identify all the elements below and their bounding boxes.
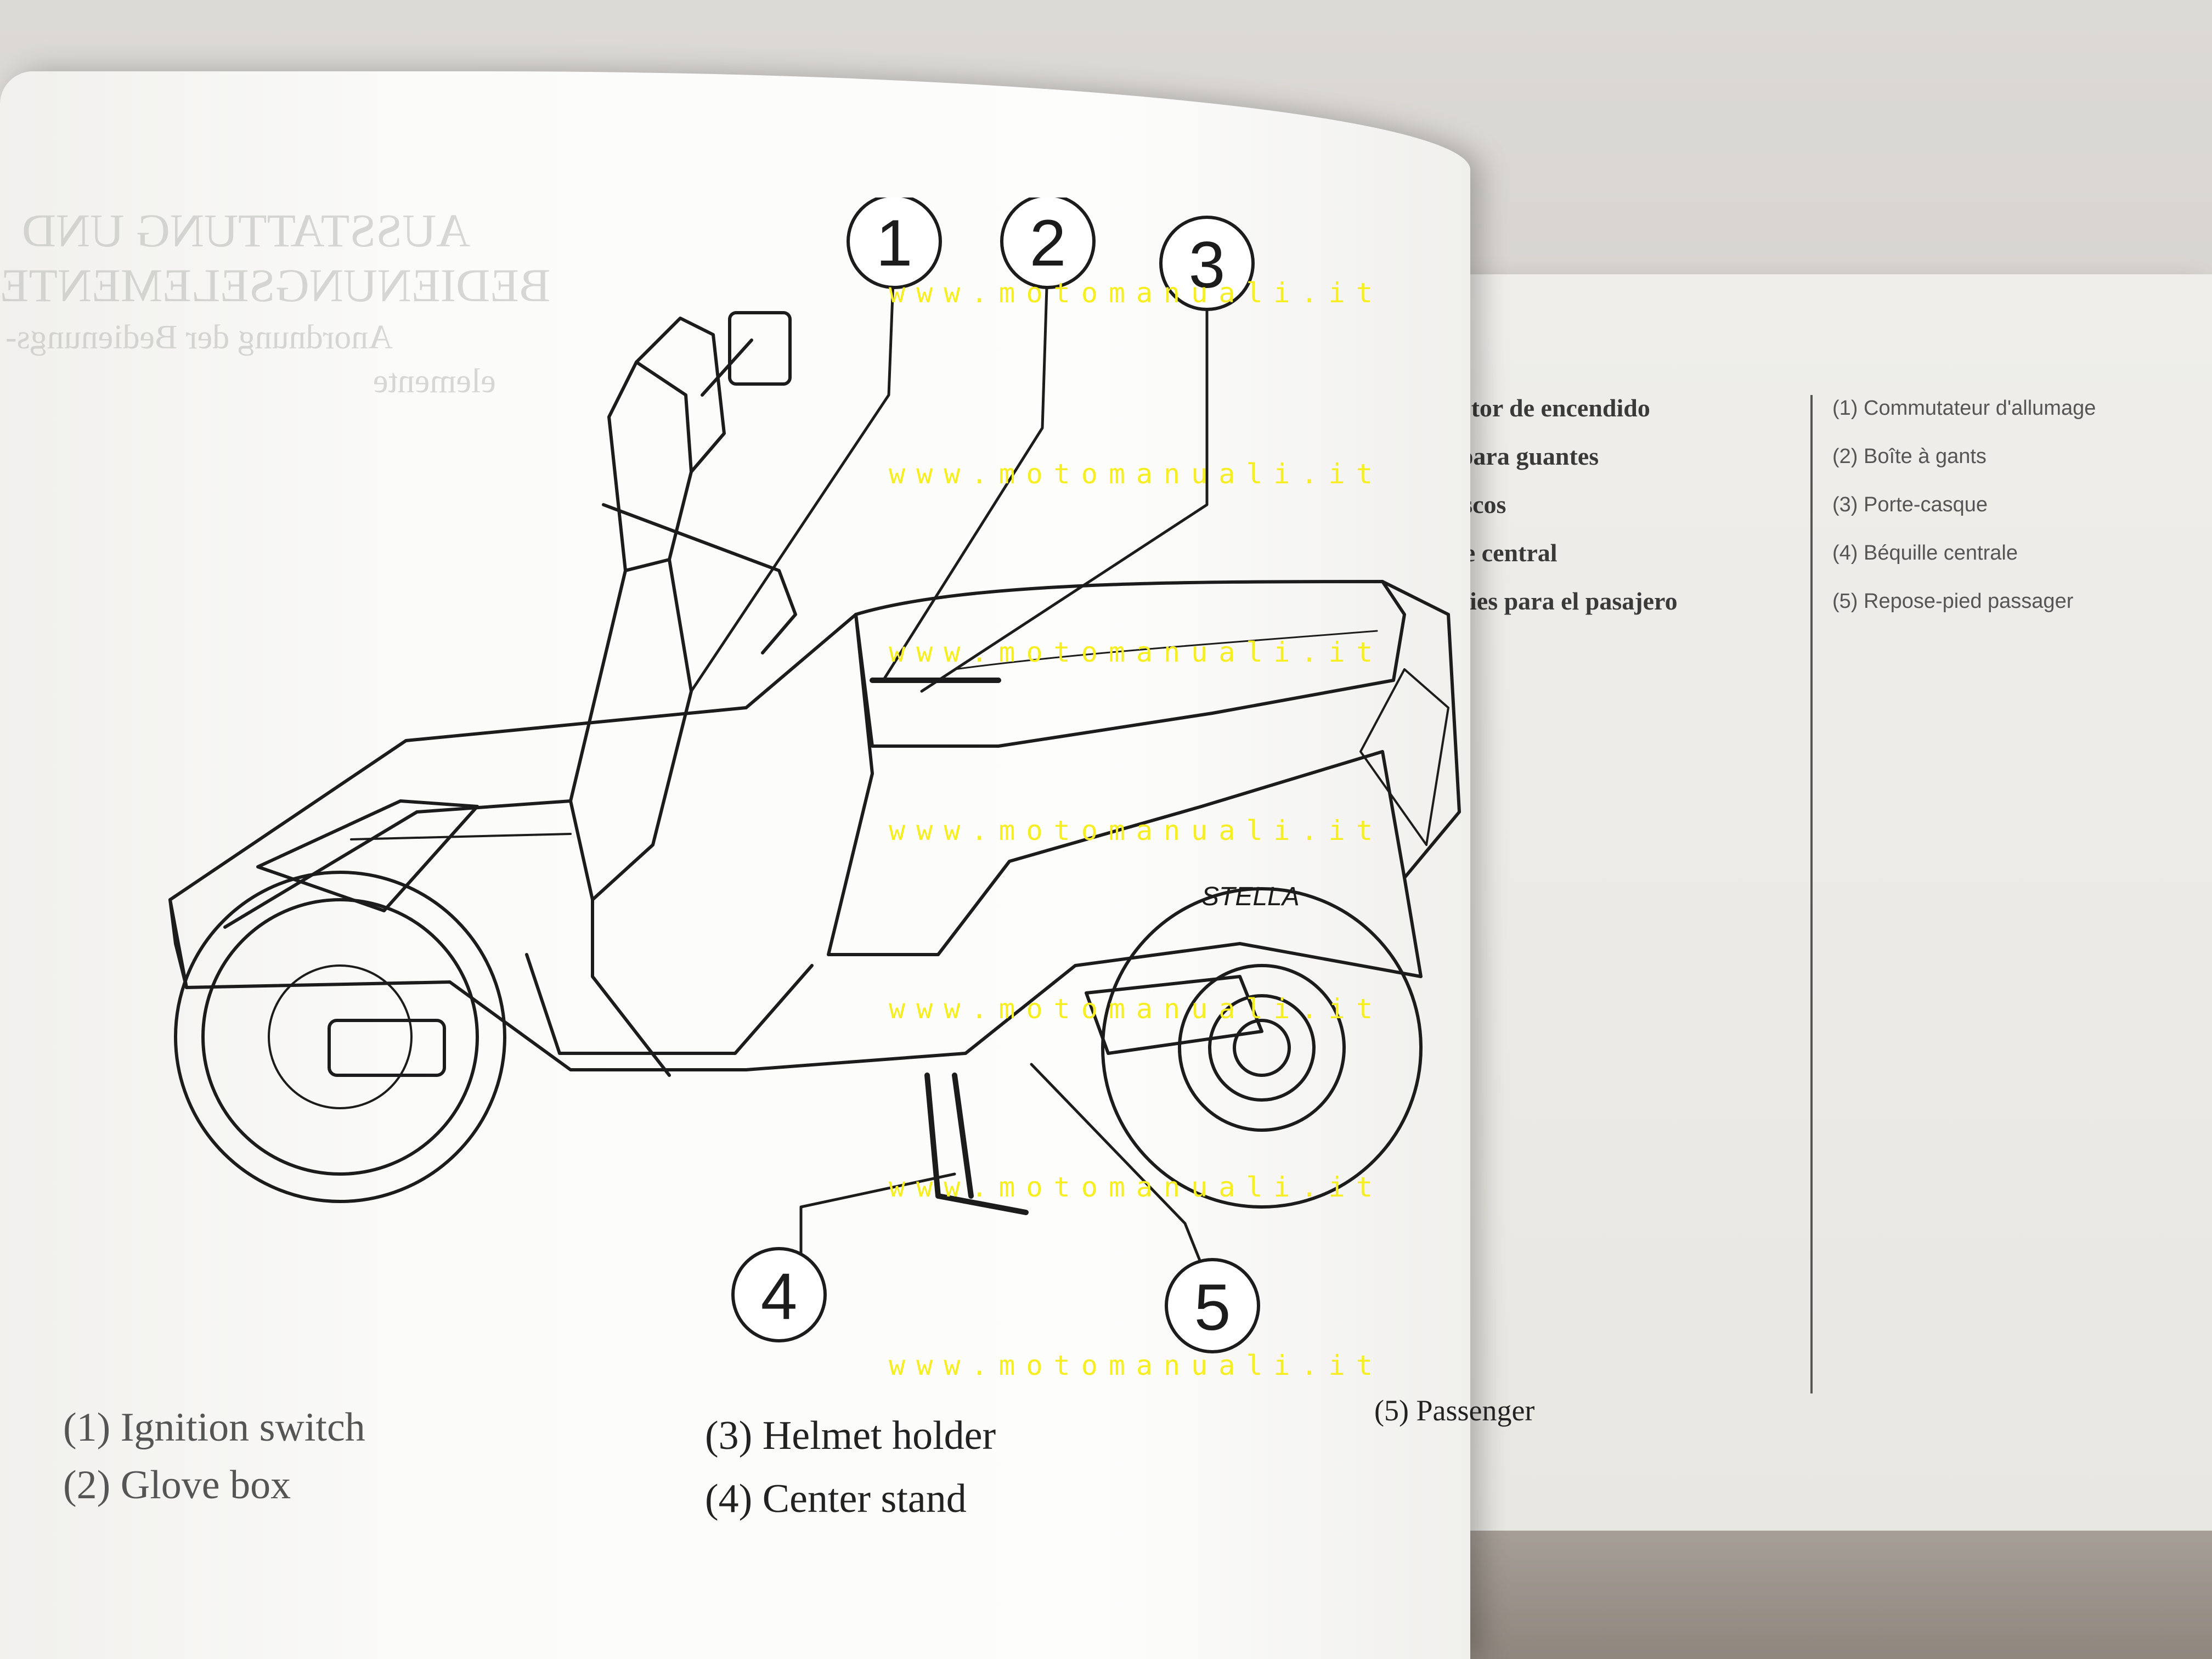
column-divider [1810, 395, 1813, 1393]
watermark-3: www.motomanuali.it [889, 636, 1384, 668]
scooter-diagram: STELLA 1 2 3 4 5 [168, 198, 1461, 1353]
caption-ignition-switch: (1) Ignition switch [63, 1405, 365, 1450]
french-list: (1) Commutateur d'allumage (2) Boîte à g… [1832, 384, 2096, 625]
caption-center-stand: (4) Center stand [705, 1476, 967, 1521]
svg-text:2: 2 [1030, 206, 1066, 280]
watermark-7: www.motomanuali.it [889, 1350, 1384, 1381]
callout-4: 4 [731, 1247, 827, 1342]
leg-shield [569, 558, 693, 901]
french-item: (4) Béquille centrale [1832, 541, 2018, 565]
watermark-5: www.motomanuali.it [889, 993, 1384, 1025]
watermark-4: www.motomanuali.it [889, 815, 1384, 847]
front-wheel [174, 871, 506, 1203]
watermark-1: www.motomanuali.it [889, 277, 1384, 309]
mirror [701, 311, 792, 397]
spanish-item: rapies para el pasajero [1432, 587, 1678, 615]
svg-text:3: 3 [1189, 228, 1226, 302]
caption-glove-box: (2) Glove box [63, 1463, 291, 1508]
watermark-2: www.motomanuali.it [889, 458, 1384, 490]
front-page: AUSSTATTUNG UND BEDIENUNGSELEMENTE Anord… [0, 71, 1470, 1659]
callout-1: 1 [847, 198, 942, 289]
french-item: (3) Porte-casque [1832, 493, 1988, 516]
callout-5: 5 [1165, 1258, 1260, 1353]
svg-text:4: 4 [761, 1260, 798, 1333]
center-stand [924, 1073, 1029, 1215]
french-item: (2) Boîte à gants [1832, 445, 1987, 468]
rear-wheel [1101, 887, 1423, 1209]
caption-helmet-holder: (3) Helmet holder [705, 1413, 996, 1458]
french-item: (5) Repose-pied passager [1832, 590, 2074, 613]
svg-text:5: 5 [1194, 1271, 1231, 1344]
watermark-6: www.motomanuali.it [889, 1171, 1384, 1203]
callout-3: 3 [1159, 216, 1255, 311]
caption-passenger: (5) Passenger [1374, 1394, 1535, 1427]
callout-2: 2 [1000, 198, 1096, 289]
table-shadow [1404, 1531, 2212, 1659]
french-item: (1) Commutateur d'allumage [1832, 397, 2096, 420]
brand-logo: STELLA [1201, 882, 1300, 911]
back-page [1404, 274, 2212, 1542]
svg-text:1: 1 [876, 206, 913, 280]
